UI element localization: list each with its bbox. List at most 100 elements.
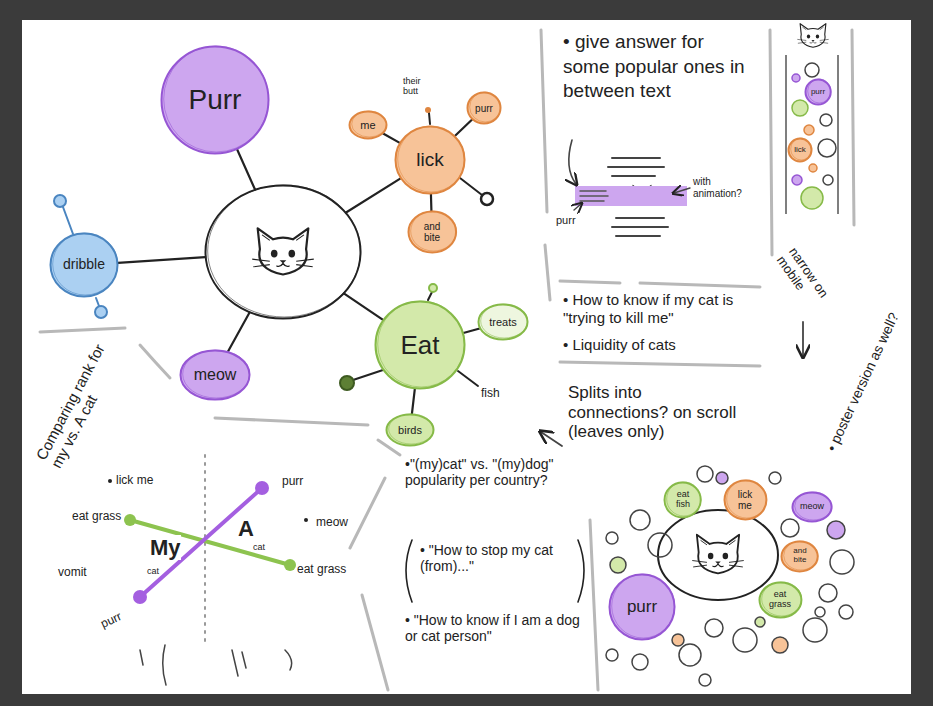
sketch-stroke (716, 472, 728, 484)
sketch-stroke (406, 540, 584, 602)
sketch-stroke (630, 510, 650, 530)
note-wrap: • "How to know if I am a dog or cat pers… (405, 612, 583, 645)
bubble-node: purr (804, 78, 832, 106)
bubble-sketch (726, 480, 766, 518)
bubble-node: birds (385, 413, 435, 447)
sketch-note: purr (282, 475, 303, 489)
bubble-node: Eat (374, 300, 466, 390)
bubble-fill (789, 139, 812, 162)
sketch-stroke (606, 649, 618, 661)
note-wrap: eat grass (297, 559, 346, 577)
sketch-note: • How to know if my cat is "trying to ki… (563, 291, 755, 327)
note-wrap: meow (316, 512, 348, 530)
note-wrap: their butt (403, 76, 437, 98)
bubble-fill (759, 583, 801, 618)
sketch-note: • give answer for some popular ones in b… (563, 30, 755, 104)
sketch-stroke (827, 521, 845, 539)
bubble-fill (610, 575, 675, 640)
bubble-label: and bite (789, 547, 811, 565)
bubble-label: treats (489, 316, 517, 328)
bubble-text-box: meow (179, 349, 251, 401)
bubble-label: meow (800, 502, 824, 512)
bubble-node: me (348, 110, 388, 140)
sketch-stroke (133, 590, 147, 604)
bubble-label: purr (627, 598, 657, 617)
sketch-stroke (819, 584, 837, 602)
sketch-note: • "How to stop my cat (from)..." (420, 542, 570, 574)
sketch-note: vomit (58, 566, 87, 580)
sketch-note: lick me (116, 474, 153, 488)
bubble-fill (792, 493, 831, 522)
bubble-sketch (164, 46, 269, 152)
spoke-line (455, 119, 472, 136)
bubble-sketch (761, 582, 801, 616)
sketch-stroke (54, 195, 66, 207)
sketch-stroke (818, 139, 836, 157)
bubble-label: dribble (63, 257, 105, 272)
note-wrap: •"(my)cat" vs. "(my)dog" popularity per … (405, 456, 577, 489)
bubble-node: lick (787, 137, 813, 163)
bubble-sketch (481, 304, 528, 338)
sketch-note: narrow on mobile (773, 245, 839, 321)
bubble-fill (782, 541, 818, 571)
sketch-stroke (802, 322, 804, 356)
note-wrap: Comparing rank for my vs. A cat (32, 338, 125, 471)
bubble-text-box: meow (791, 491, 833, 523)
sketch-stroke (792, 175, 802, 185)
sketch-note: their butt (403, 76, 437, 97)
bubble-label: birds (398, 424, 422, 436)
note-wrap: cat (147, 560, 159, 578)
section-divider (40, 30, 854, 690)
sketch-stroke (252, 228, 314, 274)
bubble-text-box: Purr (160, 45, 270, 155)
bubble-label: and bite (417, 221, 447, 243)
spoke-line (412, 389, 415, 414)
sketch-stroke (95, 306, 107, 318)
note-wrap: vomit (58, 562, 87, 580)
bubble-sketch (389, 414, 434, 444)
bubble-label: purr (811, 88, 825, 97)
bubble-text-box: treats (477, 303, 529, 341)
bubble-text-box: birds (385, 413, 435, 447)
bubble-fill (468, 93, 501, 124)
sketch-stroke (786, 55, 838, 214)
bubble-node: purr (608, 573, 676, 641)
sketch-stroke (697, 466, 713, 482)
sketch-stroke (108, 479, 112, 483)
bubble-text-box: purr (804, 78, 832, 106)
sketch-stroke (692, 535, 744, 574)
bubble-text-box: eat fish (663, 481, 702, 519)
sketch-note: purr (99, 610, 124, 632)
sketch-stroke (63, 207, 73, 234)
sketch-stroke (803, 618, 827, 642)
bubble-fill (479, 305, 528, 340)
bubble-sketch (410, 211, 456, 251)
bubble-label: eat fish (672, 490, 694, 510)
spoke-line (430, 194, 433, 211)
sketch-note: My (150, 535, 181, 560)
sketch-stroke (204, 455, 206, 645)
sketch-stroke (340, 376, 354, 390)
sketch-note: •"(my)cat" vs. "(my)dog" popularity per … (405, 456, 577, 488)
bubble-fill (376, 302, 465, 389)
bubble-outline (204, 184, 362, 320)
bubble-sketch (612, 574, 675, 638)
sketch-note: meow (316, 516, 348, 530)
sketch-stroke (839, 605, 853, 619)
spoke-line (344, 294, 383, 320)
sketch-stroke (658, 510, 778, 600)
sketch-note: • "How to know if I am a dog or cat pers… (405, 612, 583, 644)
bubble-text-box: eat grass (758, 581, 803, 619)
bubble-node: Purr (160, 45, 270, 155)
sketch-stroke (545, 245, 550, 300)
bubble-label: purr (475, 103, 493, 114)
bubble-sketch (470, 92, 501, 122)
sketch-stroke (632, 654, 648, 670)
note-wrap: purr (282, 471, 303, 489)
bubble-text-box: purr (466, 91, 502, 125)
note-wrap: • Liquidity of cats (563, 336, 755, 354)
spoke-line (383, 134, 400, 143)
